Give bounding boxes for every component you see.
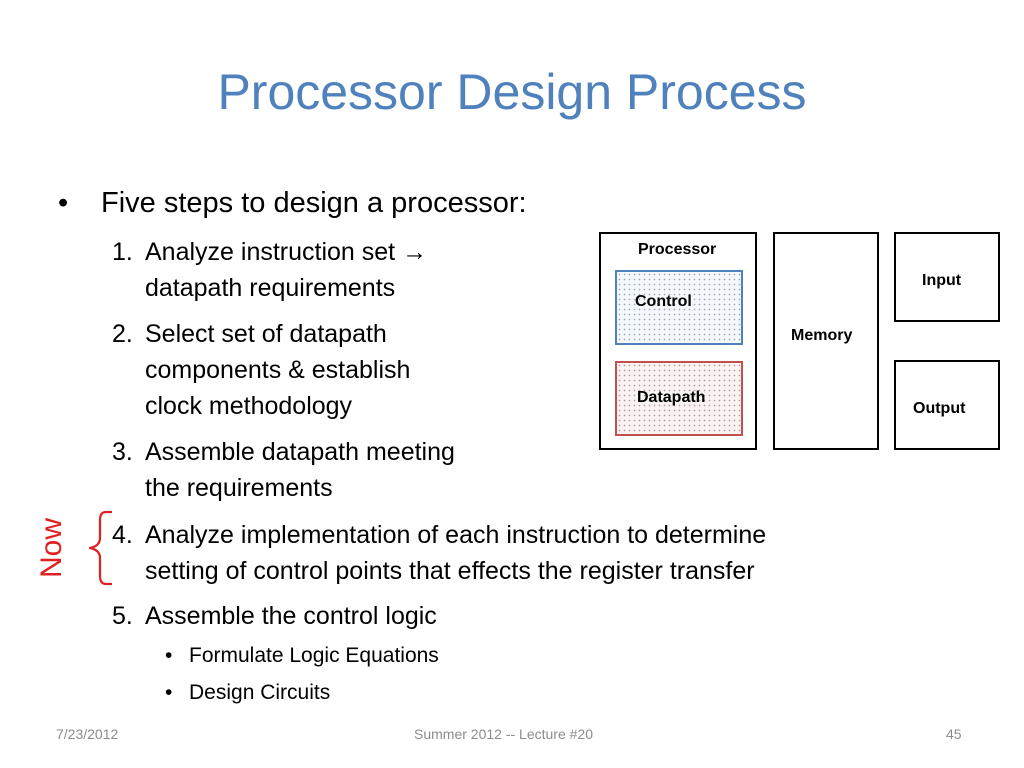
step-5: 5. Assemble the control logic: [112, 598, 437, 634]
input-box: Input: [894, 232, 1000, 322]
control-box: Control: [615, 270, 743, 345]
step-number: 3.: [112, 438, 133, 466]
datapath-label: Datapath: [637, 389, 706, 406]
bullet-marker: •: [165, 681, 173, 704]
step-text: Assemble datapath meeting: [145, 438, 455, 466]
slide-title: Processor Design Process: [217, 64, 807, 120]
sub-bullet-text: Formulate Logic Equations: [189, 644, 439, 667]
brace-icon: [88, 510, 112, 586]
step-2: 2. Select set of datapath components & es…: [112, 316, 410, 424]
memory-box: Memory: [773, 232, 879, 450]
step-number: 5.: [112, 602, 133, 630]
step-text: the requirements: [145, 474, 333, 502]
step-text: setting of control points that effects t…: [145, 557, 755, 585]
now-label-text: Now: [35, 517, 68, 579]
step-text: datapath requirements: [145, 274, 396, 302]
step-number: 2.: [112, 320, 133, 348]
now-annotation: Now: [35, 510, 68, 586]
step-number: 4.: [112, 521, 133, 549]
step-text: components & establish: [145, 356, 411, 384]
bullet-marker: •: [165, 644, 173, 667]
step-text: Assemble the control logic: [145, 602, 437, 630]
step-text: Analyze implementation of each instructi…: [145, 521, 767, 549]
step-text: clock methodology: [145, 392, 353, 420]
main-bullet-text: Five steps to design a processor:: [101, 187, 527, 219]
processor-box: Processor Control Datapath: [599, 232, 757, 450]
sub-bullet-text: Design Circuits: [189, 681, 331, 704]
footer-page-number: 45: [946, 726, 962, 742]
input-label: Input: [922, 272, 962, 289]
memory-label: Memory: [791, 327, 853, 344]
footer-date: 7/23/2012: [56, 726, 119, 742]
step-3: 3. Assemble datapath meeting the requirem…: [112, 434, 455, 506]
output-label: Output: [913, 400, 966, 417]
processor-label: Processor: [638, 241, 717, 258]
step-4: 4. Analyze implementation of each instruc…: [112, 517, 766, 589]
footer-lecture: Summer 2012 -- Lecture #20: [414, 726, 593, 742]
bullet-marker: •: [58, 187, 69, 219]
step-number: 1.: [112, 238, 133, 266]
step-text: Analyze instruction set →: [145, 238, 428, 266]
step-1: 1. Analyze instruction set → datapath req…: [112, 234, 427, 306]
output-box: Output: [894, 360, 1000, 450]
control-label: Control: [635, 293, 692, 310]
step-text: Select set of datapath: [145, 320, 387, 348]
datapath-box: Datapath: [615, 361, 743, 436]
